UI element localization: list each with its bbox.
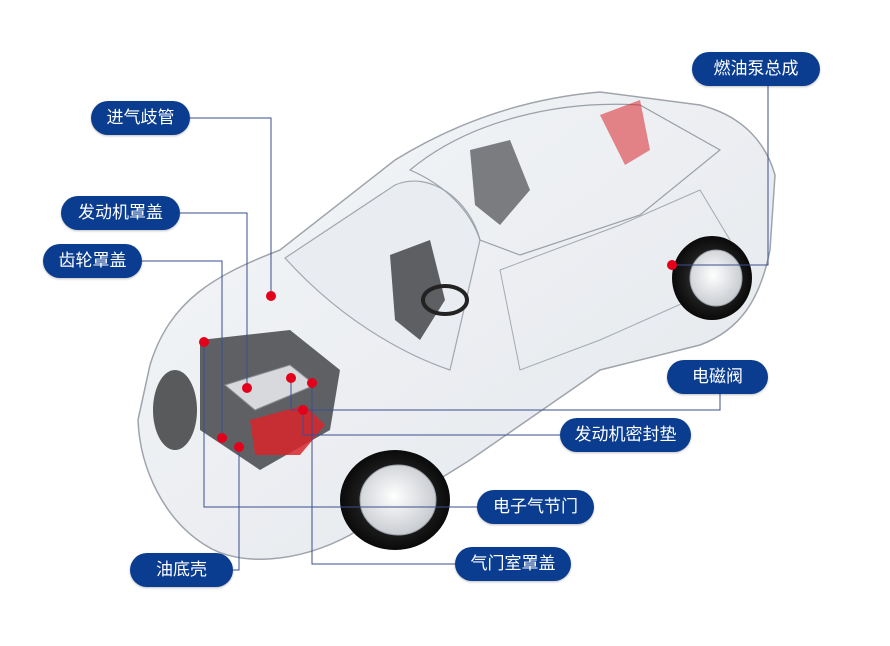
engine-red-part bbox=[250, 405, 325, 455]
leader-engine-cover bbox=[180, 212, 248, 388]
label-intake-manifold: 进气歧管 bbox=[91, 101, 190, 135]
label-engine-gasket: 发动机密封垫 bbox=[560, 418, 691, 452]
label-valve-cover: 气门室罩盖 bbox=[455, 547, 571, 581]
hotspot-electronic-throttle bbox=[199, 337, 209, 347]
rear-red-part bbox=[600, 100, 650, 165]
hotspot-gear-cover bbox=[217, 433, 227, 443]
hotspot-oil-pan bbox=[234, 442, 244, 452]
left-front-tire bbox=[153, 370, 197, 450]
leader-engine-gasket bbox=[302, 410, 560, 436]
label-gear-cover: 齿轮罩盖 bbox=[43, 244, 142, 278]
label-engine-cover: 发动机罩盖 bbox=[61, 196, 180, 230]
leader-gear-cover bbox=[142, 260, 223, 438]
leader-solenoid-valve bbox=[290, 378, 721, 411]
front-rim bbox=[359, 464, 437, 536]
hotspot-intake-manifold bbox=[266, 291, 276, 301]
hotspot-valve-cover bbox=[307, 378, 317, 388]
hotspot-engine-cover bbox=[242, 383, 252, 393]
front-seat bbox=[390, 240, 445, 340]
rear-rim bbox=[689, 249, 743, 307]
leader-electronic-throttle bbox=[203, 342, 477, 508]
hotspot-solenoid-valve bbox=[286, 373, 296, 383]
leader-valve-cover bbox=[311, 383, 455, 565]
leader-oil-pan bbox=[233, 447, 240, 571]
label-electronic-throttle: 电子气节门 bbox=[477, 490, 594, 524]
leader-intake-manifold bbox=[190, 117, 272, 296]
hotspot-engine-gasket bbox=[298, 405, 308, 415]
label-oil-pan: 油底壳 bbox=[130, 553, 233, 587]
hotspot-fuel-pump bbox=[667, 260, 677, 270]
label-fuel-pump: 燃油泵总成 bbox=[692, 52, 820, 86]
label-solenoid-valve: 电磁阀 bbox=[667, 360, 768, 394]
steering-wheel bbox=[421, 284, 469, 316]
rear-seat bbox=[470, 140, 530, 225]
leader-fuel-pump bbox=[672, 84, 769, 266]
windshield-outline bbox=[284, 180, 481, 371]
